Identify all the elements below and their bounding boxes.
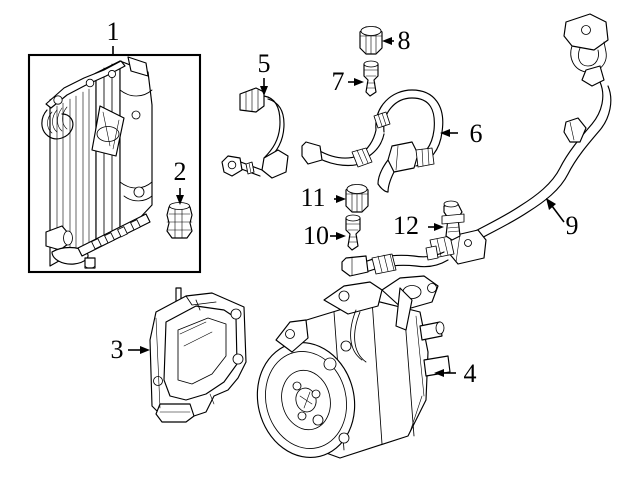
callout-label-6: 6: [470, 119, 483, 148]
callout-5-leader: [260, 78, 268, 96]
part-12-sensor-group: [441, 200, 465, 241]
part-5-line-group: [221, 87, 289, 179]
part-4-compressor-group: [256, 275, 451, 459]
callout-label-1: 1: [107, 17, 120, 46]
part-8-valve-cap-group: [359, 26, 383, 55]
part-6-hose-loop-group: [301, 89, 444, 193]
part-1-inset-group: [27, 53, 202, 274]
lower-branch-line-group: [341, 245, 449, 277]
part-2-grommet-group: [166, 202, 193, 239]
part-7-valve-core-group: [363, 60, 379, 97]
part-11-valve-cap-group: [345, 184, 369, 213]
callout-label-7: 7: [332, 67, 345, 96]
callout-label-12: 12: [393, 211, 419, 240]
part-1-inset-box: [27, 53, 202, 274]
callout-label-10: 10: [303, 221, 329, 250]
callout-8-leader: [382, 37, 394, 45]
callout-10-leader: [330, 232, 346, 240]
part-10-valve-core-group: [345, 214, 361, 251]
callout-label-2: 2: [174, 157, 187, 186]
callout-6-leader: [440, 129, 458, 137]
condenser-assembly-drawing: [41, 56, 153, 269]
callout-label-11: 11: [300, 183, 325, 212]
callout-label-5: 5: [258, 49, 271, 78]
callout-4-leader: [434, 369, 456, 377]
callout-11-leader: [334, 195, 346, 203]
callout-label-9: 9: [566, 211, 579, 240]
callout-12-leader: [428, 223, 444, 231]
part-3-bracket-group: [149, 287, 247, 423]
callout-2-leader: [176, 188, 184, 205]
callout-label-8: 8: [398, 26, 411, 55]
callout-9-leader: [546, 198, 565, 223]
callout-3-leader: [128, 346, 150, 354]
callout-label-3: 3: [111, 335, 124, 364]
callout-7-leader: [348, 78, 364, 86]
callout-label-4: 4: [464, 359, 477, 388]
